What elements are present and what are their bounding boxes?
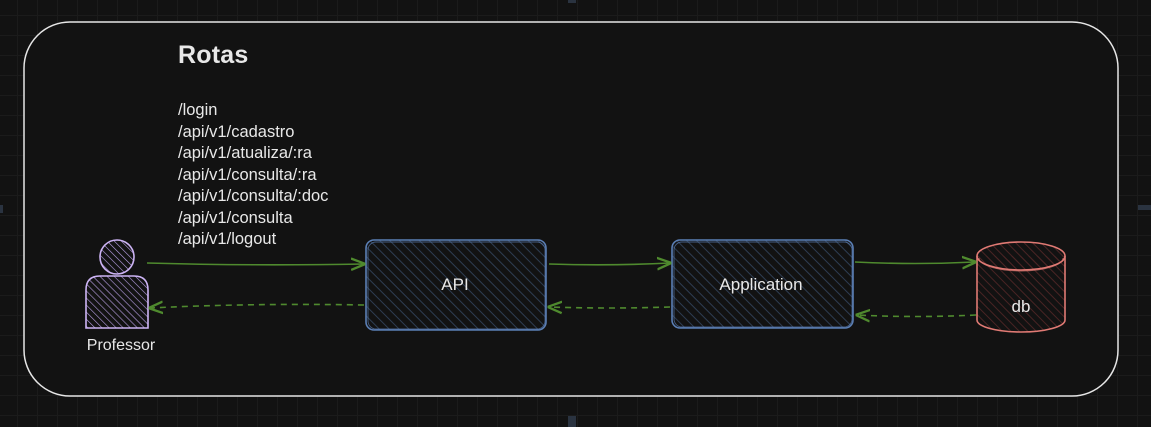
professor-label: Professor bbox=[86, 337, 156, 354]
route-item: /api/v1/cadastro bbox=[178, 122, 295, 141]
route-item: /api/v1/consulta bbox=[178, 208, 293, 227]
professor-actor-icon[interactable] bbox=[85, 239, 149, 329]
application-node[interactable] bbox=[671, 239, 854, 329]
db-node-label: db bbox=[1011, 297, 1031, 316]
route-item: /api/v1/consulta/:ra bbox=[178, 165, 317, 184]
routes-list: /login /api/v1/cadastro /api/v1/atualiza… bbox=[178, 100, 328, 251]
arrow-application-to-api bbox=[549, 307, 671, 308]
canvas-edge-marker bbox=[568, 0, 576, 3]
api-node-label: API bbox=[441, 275, 469, 294]
canvas-edge-marker bbox=[1138, 205, 1151, 210]
application-node-label: Application bbox=[719, 275, 803, 294]
route-item: /login bbox=[178, 101, 218, 119]
api-node[interactable] bbox=[365, 239, 547, 331]
canvas-edge-marker bbox=[568, 416, 576, 427]
arrow-db-to-application bbox=[857, 315, 977, 317]
route-item: /api/v1/atualiza/:ra bbox=[178, 144, 312, 162]
canvas-edge-marker bbox=[0, 205, 3, 213]
route-item: /api/v1/logout bbox=[178, 230, 277, 248]
arrow-api-to-application bbox=[548, 263, 670, 265]
route-item: /api/v1/consulta/:doc bbox=[178, 187, 329, 205]
arrow-application-to-db bbox=[854, 262, 975, 264]
arrow-api-to-professor bbox=[150, 304, 365, 308]
db-cylinder-icon[interactable] bbox=[976, 241, 1066, 333]
page-title: Rotas bbox=[178, 41, 249, 69]
arrow-professor-to-api bbox=[146, 263, 364, 265]
